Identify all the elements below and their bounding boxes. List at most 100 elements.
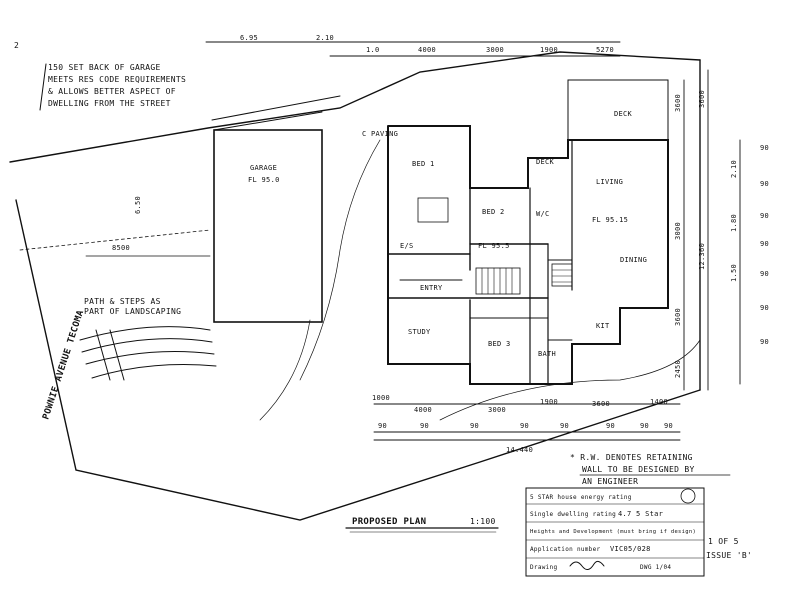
tb-line-5-label: Drawing: [530, 564, 557, 571]
top-dim-5: 3000: [486, 46, 504, 54]
room-wc: W/C: [536, 210, 550, 218]
rw-note-line-2: WALL TO BE DESIGNED BY: [582, 465, 695, 474]
interior-walls: [387, 139, 573, 385]
street-label: POWNIE AVENUE TECOMA: [41, 309, 86, 421]
bottom-90-6: 90: [606, 422, 615, 430]
tb-line-2-label: Single dwelling rating: [530, 511, 616, 518]
room-bed-1: BED 1: [412, 160, 435, 168]
room-living: LIVING: [596, 178, 623, 186]
right-90-5: 90: [760, 270, 769, 278]
bottom-90-8: 90: [664, 422, 673, 430]
mid-floor-level: FL 95.5: [478, 242, 510, 250]
issue-number: ISSUE 'B': [706, 551, 752, 560]
top-dim-7: 5270: [596, 46, 614, 54]
right-90-3: 90: [760, 212, 769, 220]
top-dim-2: 2.10: [316, 34, 334, 42]
bottom-90-7: 90: [640, 422, 649, 430]
garage: GARAGE FL 95.0: [213, 111, 323, 323]
room-deck-top: DECK: [614, 110, 633, 118]
right-dim-2: 3600: [698, 90, 706, 108]
setback-note-line-4: DWELLING FROM THE STREET: [48, 99, 171, 108]
right-90-7: 90: [760, 338, 769, 346]
room-study: STUDY: [408, 328, 431, 336]
dim-650: 6.50: [134, 196, 142, 214]
right-90-4: 90: [760, 240, 769, 248]
bottom-dimensions: 1000 4000 3000 1900 3600 1400 90 90 90 9…: [372, 394, 681, 454]
tb-line-1: 5 STAR house energy rating: [530, 494, 632, 501]
setback-note: 150 SET BACK OF GARAGE MEETS RES CODE RE…: [39, 63, 186, 111]
house-outline: [387, 125, 669, 385]
right-dim-1: 3600: [674, 94, 682, 112]
room-kitchen: KIT: [596, 322, 610, 330]
room-entry: ENTRY: [420, 284, 443, 292]
top-dim-3: 1.0: [366, 46, 380, 54]
wardrobe: [417, 197, 449, 223]
right-90-6: 90: [760, 304, 769, 312]
right-dim-5: 1.80: [730, 214, 738, 232]
bottom-dim-1: 1000: [372, 394, 390, 402]
tb-line-5-value: DWG 1/04: [640, 564, 671, 571]
title-block: 5 STAR house energy rating Single dwelli…: [525, 487, 705, 577]
room-bed-3: BED 3: [488, 340, 511, 348]
right-dim-6: 1.50: [730, 264, 738, 282]
right-dim-8: 3000: [674, 222, 682, 240]
right-90-2: 90: [760, 180, 769, 188]
room-bath: BATH: [538, 350, 556, 358]
energy-rating-seal: [680, 488, 696, 504]
steps: [79, 326, 217, 381]
dim-8500: 8500: [112, 244, 130, 252]
tb-line-4-label: Application number: [530, 546, 601, 553]
tb-line-4-value: VIC05/028: [610, 545, 651, 553]
right-dim-3: 12.360: [698, 243, 706, 270]
bottom-dim-3: 3000: [488, 406, 506, 414]
scale-text: 1:100: [470, 517, 496, 526]
rw-note-line-3: AN ENGINEER: [582, 477, 638, 486]
signature: [569, 560, 605, 570]
sheet-mark: 2: [14, 41, 19, 50]
bottom-dim-4: 1900: [540, 398, 558, 406]
setback-note-line-2: MEETS RES CODE REQUIREMENTS: [48, 75, 186, 84]
top-dim-6: 1900: [540, 46, 558, 54]
right-dim-7: 2450: [674, 360, 682, 378]
room-bed-2: BED 2: [482, 208, 505, 216]
garage-floor-level: FL 95.0: [248, 176, 280, 184]
living-floor-level: FL 95.15: [592, 216, 628, 224]
setback-note-line-3: & ALLOWS BETTER ASPECT OF: [48, 87, 176, 96]
title-text: PROPOSED PLAN: [352, 517, 426, 527]
paving-label: C PAVING: [362, 130, 398, 138]
top-dim-1: 6.95: [240, 34, 258, 42]
sheet-number: 1 OF 5: [708, 537, 739, 546]
bottom-dim-2: 4000: [414, 406, 432, 414]
stairs: [475, 263, 573, 295]
room-deck-mid: DECK: [536, 158, 555, 166]
deck-top: [567, 79, 669, 141]
garage-label: GARAGE: [250, 164, 277, 172]
site-boundary: [9, 51, 701, 521]
tb-line-3: Heights and Development (must bring if d…: [530, 529, 696, 535]
bottom-90-1: 90: [378, 422, 387, 430]
room-dining: DINING: [620, 256, 647, 264]
bottom-90-4: 90: [520, 422, 529, 430]
right-dimensions: 3600 3600 12.360 2.10 1.80 1.50 2450 300…: [674, 69, 769, 391]
path-note-line-1: PATH & STEPS AS: [84, 297, 161, 306]
bottom-dim-5: 3600: [592, 400, 610, 408]
retaining-wall-note: * R.W. DENOTES RETAINING WALL TO BE DESI…: [570, 453, 731, 486]
top-dim-4: 4000: [418, 46, 436, 54]
drawing-title: PROPOSED PLAN 1:100: [345, 517, 499, 533]
right-dim-4: 2.10: [730, 160, 738, 178]
bottom-90-5: 90: [560, 422, 569, 430]
bottom-dim-6: 1400: [650, 398, 668, 406]
right-dim-9: 3600: [674, 308, 682, 326]
setback-note-line-1: 150 SET BACK OF GARAGE: [48, 63, 161, 72]
top-dimensions: 6.95 2.10 1.0 4000 3000 1900 5270: [205, 34, 621, 57]
street-name: POWNIE AVENUE TECOMA: [41, 309, 86, 421]
bottom-90-2: 90: [420, 422, 429, 430]
right-90-1: 90: [760, 144, 769, 152]
overall-dim: 14.440: [506, 446, 533, 454]
rw-note-line-1: * R.W. DENOTES RETAINING: [570, 453, 693, 462]
bottom-90-3: 90: [470, 422, 479, 430]
room-ensuite: E/S: [400, 242, 414, 250]
tb-line-2-value: 4.7 5 Star: [618, 510, 663, 518]
path-note-line-2: PART OF LANDSCAPING: [84, 307, 181, 316]
